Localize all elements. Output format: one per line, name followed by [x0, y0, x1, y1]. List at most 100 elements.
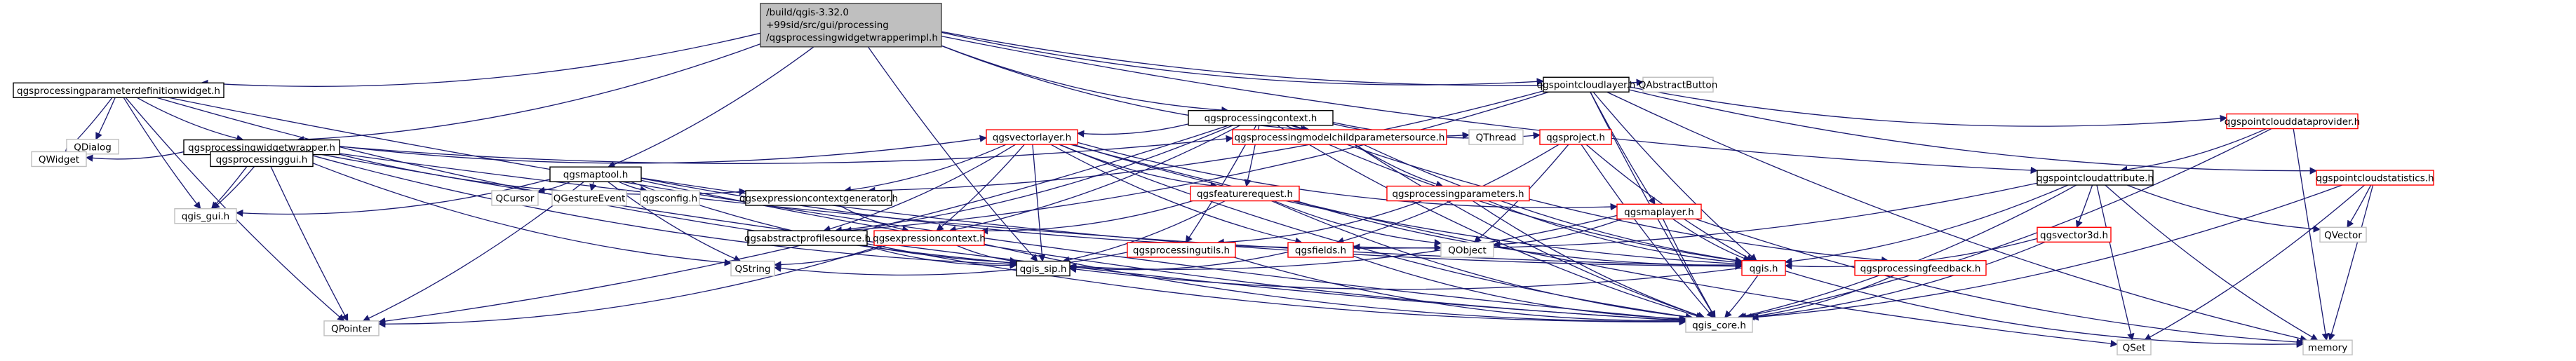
node-processinggui[interactable]: qgsprocessinggui.h [210, 151, 314, 168]
edge-pointcloudlayer-to-memory [1606, 91, 2308, 343]
node-qcursor: QCursor [491, 190, 539, 206]
node-procfeedback[interactable]: qgsprocessingfeedback.h [1854, 260, 1987, 276]
node-box [549, 166, 642, 182]
node-box [323, 320, 380, 336]
node-box [986, 129, 1078, 145]
node-fields[interactable]: qgsfields.h [1287, 242, 1354, 258]
node-label: /build/qgis-3.32.0 [766, 7, 849, 18]
node-label: qgsprocessingparameterdefinitionwidget.h [17, 86, 220, 97]
node-project[interactable]: qgsproject.h [1539, 129, 1612, 145]
edge-pointcloudlayer-to-pcdataprovider [1628, 86, 2228, 127]
node-exprctxgen[interactable]: qgsexpressioncontextgenerator.h [739, 190, 898, 206]
node-qstring: QString [730, 260, 775, 277]
node-label: qgsfeaturerequest.h [1197, 189, 1293, 200]
edge-root-to-qabstractbutton [941, 31, 1644, 86]
node-pcattribute[interactable]: qgspointcloudattribute.h [2037, 170, 2154, 186]
edge-exprctx-to-qstring [773, 245, 887, 268]
node-label: qgis.h [1750, 263, 1778, 274]
edge-pcstatistics-to-qgiscore [1751, 184, 2342, 321]
edge-widgetwrapper-to-qgissip [309, 154, 1018, 268]
node-label: qgsprocessinggui.h [216, 154, 308, 165]
node-box [2226, 113, 2359, 130]
node-paramdef[interactable]: qgsprocessingparameterdefinitionwidget.h [13, 82, 224, 98]
node-label: qgis_gui.h [182, 211, 229, 222]
node-vector3d[interactable]: qgsvector3d.h [2037, 226, 2112, 243]
node-box [1468, 129, 1524, 145]
edge-root-to-maptool [607, 46, 814, 168]
edge-processinggui-to-qgisgui [212, 166, 255, 210]
edge-featurerequest-to-qobject [1273, 200, 1442, 247]
edge-project-to-fields [1336, 144, 1559, 245]
edge-paramdef-to-qgiscore [168, 97, 1687, 323]
edge-vectorlayer-to-abstractprofile [823, 144, 1017, 233]
node-box [2037, 170, 2154, 186]
edge-processingcontext-to-qpointer [377, 125, 1229, 325]
node-label: qgsmaptool.h [563, 170, 629, 181]
edge-vectorlayer-to-fields [1050, 144, 1303, 245]
node-label: qgspointclouddataprovider.h [2225, 116, 2360, 128]
edge-pcdataprovider-to-pcattribute [2120, 128, 2267, 173]
node-label: qgsprocessingcontext.h [1205, 113, 1317, 124]
node-box [491, 190, 539, 206]
node-label: qgspointcloudlayer.h [1537, 80, 1636, 91]
edge-pcattribute-to-qset [2096, 184, 2135, 341]
node-qgis[interactable]: qgis.h [1741, 260, 1786, 276]
node-qabstractbutton: QAbstractButton [1639, 76, 1718, 93]
node-qgsconfig: qgsconfig.h [640, 190, 700, 206]
edge-vectorlayer-to-qgiscore [1059, 144, 1693, 320]
node-box [745, 190, 892, 206]
node-box [1741, 260, 1786, 276]
node-box [1287, 242, 1354, 258]
node-vectorlayer[interactable]: qgsvectorlayer.h [986, 129, 1078, 145]
node-qgissip[interactable]: qgis_sip.h [1016, 260, 1071, 277]
node-label: /qgsprocessingwidgetwrapperimpl.h [766, 32, 938, 43]
edge-project-to-qgis [1585, 144, 1754, 261]
edge-paramdef-to-widgetwrapper [137, 97, 244, 142]
edge-qgis-to-qgiscore [1724, 275, 1759, 318]
node-label: QVector [2324, 230, 2362, 241]
node-qset: QSet [2117, 339, 2152, 355]
node-procparams[interactable]: qgsprocessingparameters.h [1386, 185, 1530, 202]
node-pcdataprovider[interactable]: qgspointclouddataprovider.h [2225, 113, 2360, 130]
edge-pcstatistics-to-qset [2143, 184, 2366, 341]
edge-pcattribute-to-qvector [2126, 184, 2321, 233]
edge-processingcontext-to-procfeedback [1292, 125, 1889, 264]
node-exprctx[interactable]: qgsexpressioncontext.h [873, 230, 986, 246]
node-pcstatistics[interactable]: qgspointcloudstatistics.h [2316, 170, 2434, 186]
edge-modelchild-to-qgis [1363, 144, 1743, 264]
edge-maptool-to-qgestureevent [589, 182, 597, 191]
node-label: QAbstractButton [1639, 80, 1718, 91]
edge-procutils-to-qgiscore [1234, 257, 1687, 325]
edge-layer [65, 31, 2374, 348]
node-label: QSet [2123, 343, 2146, 354]
node-pointcloudlayer[interactable]: qgspointcloudlayer.h [1537, 76, 1636, 93]
node-maptool[interactable]: qgsmaptool.h [549, 166, 642, 182]
edge-featurerequest-to-qgis [1296, 200, 1743, 269]
node-qvector: QVector [2319, 226, 2367, 243]
node-box [551, 190, 627, 206]
node-label: qgsexpressioncontext.h [873, 233, 986, 245]
node-featurerequest[interactable]: qgsfeaturerequest.h [1190, 185, 1300, 202]
node-box [1854, 260, 1987, 276]
edge-widgetwrapper-to-exprctxgen [339, 154, 747, 196]
node-box [210, 151, 314, 168]
edge-pcattribute-to-vector3d [2075, 184, 2093, 229]
edge-featurerequest-to-qgissip [1062, 200, 1226, 264]
node-box [730, 260, 775, 277]
edge-featurerequest-to-exprctx [980, 200, 1193, 235]
node-maplayer[interactable]: qgsmaplayer.h [1616, 203, 1702, 219]
edge-root-to-qgissip [867, 46, 1038, 262]
node-box [1539, 129, 1612, 145]
node-box [2117, 339, 2152, 355]
node-box [66, 139, 119, 155]
node-label: qgsvector3d.h [2040, 230, 2108, 241]
node-procutils[interactable]: qgsprocessingutils.h [1127, 242, 1236, 258]
edge-vectorlayer-to-exprctxgen [843, 144, 1007, 193]
node-root[interactable]: /build/qgis-3.32.0+99sid/src/gui/process… [760, 3, 942, 48]
node-modelchild[interactable]: qgsprocessingmodelchildparametersource.h [1232, 129, 1447, 145]
edge-procparams-to-qgiscore [1472, 200, 1705, 319]
node-abstractprofile[interactable]: qgsabstractprofilesource.h [744, 230, 871, 246]
node-label: QDialog [74, 142, 112, 153]
edge-pointcloudlayer-to-maplayer [1590, 91, 1656, 205]
node-processingcontext[interactable]: qgsprocessingcontext.h [1188, 110, 1334, 126]
